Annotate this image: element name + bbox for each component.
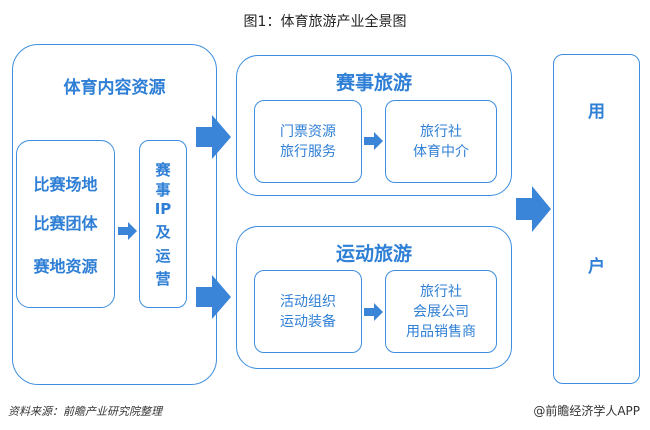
- ip-char-4: 及: [155, 223, 171, 241]
- resource-venue: 比赛场地: [33, 175, 98, 194]
- arrow-right-icon: [196, 115, 231, 159]
- arrow-right-icon: [118, 222, 137, 240]
- ip-char-6: 营: [155, 270, 171, 288]
- content-resources-title: 体育内容资源: [63, 78, 166, 98]
- arrow-right-icon: [364, 303, 383, 321]
- event-box-agencies: 旅行社 体育中介: [385, 100, 497, 183]
- brand-credit-text: @前瞻经济学人APP: [533, 404, 640, 418]
- ip-char-2: 事: [155, 181, 171, 199]
- sport-box-vendors-line1: 旅行社: [420, 283, 462, 300]
- ip-char-1: 赛: [155, 161, 171, 179]
- arrow-right-icon: [364, 132, 383, 150]
- event-tourism-title: 赛事旅游: [335, 72, 412, 94]
- users-box: [553, 54, 640, 384]
- event-box-agencies-line1: 旅行社: [420, 123, 462, 140]
- users-char-1: 用: [588, 102, 605, 122]
- event-ip-box: [139, 140, 187, 308]
- ip-char-5: 运: [155, 247, 171, 265]
- ip-char-3: IP: [154, 200, 172, 218]
- sport-box-vendors: 旅行社 会展公司 用品销售商: [385, 270, 497, 353]
- source-note: 资料来源：前瞻产业研究院整理: [8, 405, 162, 418]
- event-box-tickets-line1: 门票资源: [280, 123, 336, 140]
- resources-box: [16, 140, 115, 308]
- sport-tourism-title: 运动旅游: [335, 243, 412, 265]
- arrow-right-icon: [516, 186, 551, 232]
- event-box-agencies-line2: 体育中介: [413, 143, 469, 160]
- resource-site: 赛地资源: [33, 257, 98, 276]
- event-box-tickets-line2: 旅行服务: [280, 143, 336, 160]
- brand-credit: @前瞻经济学人APP: [533, 402, 640, 419]
- sport-box-vendors-line2: 会展公司: [413, 303, 469, 320]
- sport-box-vendors-line3: 用品销售商: [406, 323, 476, 340]
- resource-team: 比赛团体: [33, 214, 98, 233]
- users-char-2: 户: [588, 257, 605, 277]
- sport-box-activities: 活动组织 运动装备: [254, 270, 362, 353]
- sport-box-activities-line1: 活动组织: [280, 293, 336, 310]
- sport-box-activities-line2: 运动装备: [280, 313, 336, 330]
- figure-title: 图1：体育旅游产业全景图: [243, 14, 407, 30]
- event-box-tickets: 门票资源 旅行服务: [254, 100, 362, 183]
- arrow-right-icon: [196, 275, 231, 319]
